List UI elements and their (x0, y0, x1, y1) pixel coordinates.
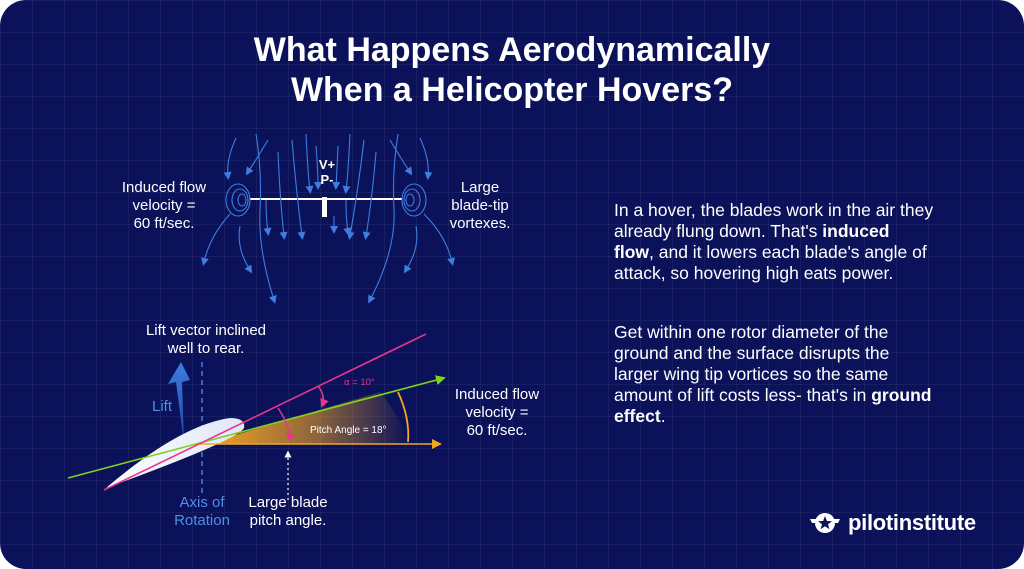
rotor-flow-diagram (201, 133, 455, 304)
pitch-arc (277, 407, 295, 442)
hover-paragraph: In a hover, the blades work in the air t… (614, 200, 934, 283)
rotor-mast (322, 197, 327, 217)
relative-wind-line (103, 333, 427, 491)
induced-flow-term: induced flow (614, 221, 890, 262)
induced-flow-top-label: Induced flow velocity = 60 ft/sec. (121, 179, 207, 232)
induced-flow-lines (263, 133, 377, 240)
induced-flow-bottom-label: Induced flow velocity = 60 ft/sec. (454, 386, 540, 439)
pitch-angle-value-label: Pitch Angle = 18° (310, 425, 387, 436)
alpha-angle-label: α = 10° (344, 377, 375, 388)
pitch-outer-arc (397, 391, 410, 443)
lift-label: Lift (152, 398, 173, 415)
star-wings-icon (810, 513, 840, 533)
pilotinstitute-logo[interactable]: pilotinstitute (808, 508, 976, 538)
tip-vortex-right (401, 183, 427, 217)
title-line-1: What Happens Aerodynamically (253, 31, 771, 69)
lift-vector-label: Lift vector inclined well to rear. (145, 322, 267, 357)
chord-line-arrow (67, 375, 446, 479)
title-line-2: When a Helicopter Hovers? (290, 71, 734, 109)
tip-vortex-left (225, 183, 251, 217)
alpha-arc (317, 385, 329, 408)
blade-angle-diagram: α = 10° Pitch Angle = 18° (67, 333, 446, 500)
rotor-label-pminus: P- (320, 172, 334, 187)
page-title: What Happens Aerodynamically When a Heli… (0, 30, 1024, 110)
large-pitch-angle-label: Large blade pitch angle. (248, 494, 328, 529)
blade-airfoil (106, 418, 245, 488)
blade-tip-vortex-label: Large blade-tip vortexes. (449, 179, 511, 232)
logo-text: pilotinstitute (848, 510, 976, 535)
rotor-label: V+ P- (319, 157, 336, 187)
outer-flow-curves (201, 133, 455, 304)
ground-effect-term: ground effect (614, 385, 932, 426)
axis-of-rotation-label: Axis of Rotation (174, 494, 230, 529)
pitch-angle-wedge (205, 392, 410, 444)
rotor-label-vplus: V+ (318, 157, 336, 172)
ground-effect-paragraph: Get within one rotor diameter of the gro… (614, 322, 932, 426)
